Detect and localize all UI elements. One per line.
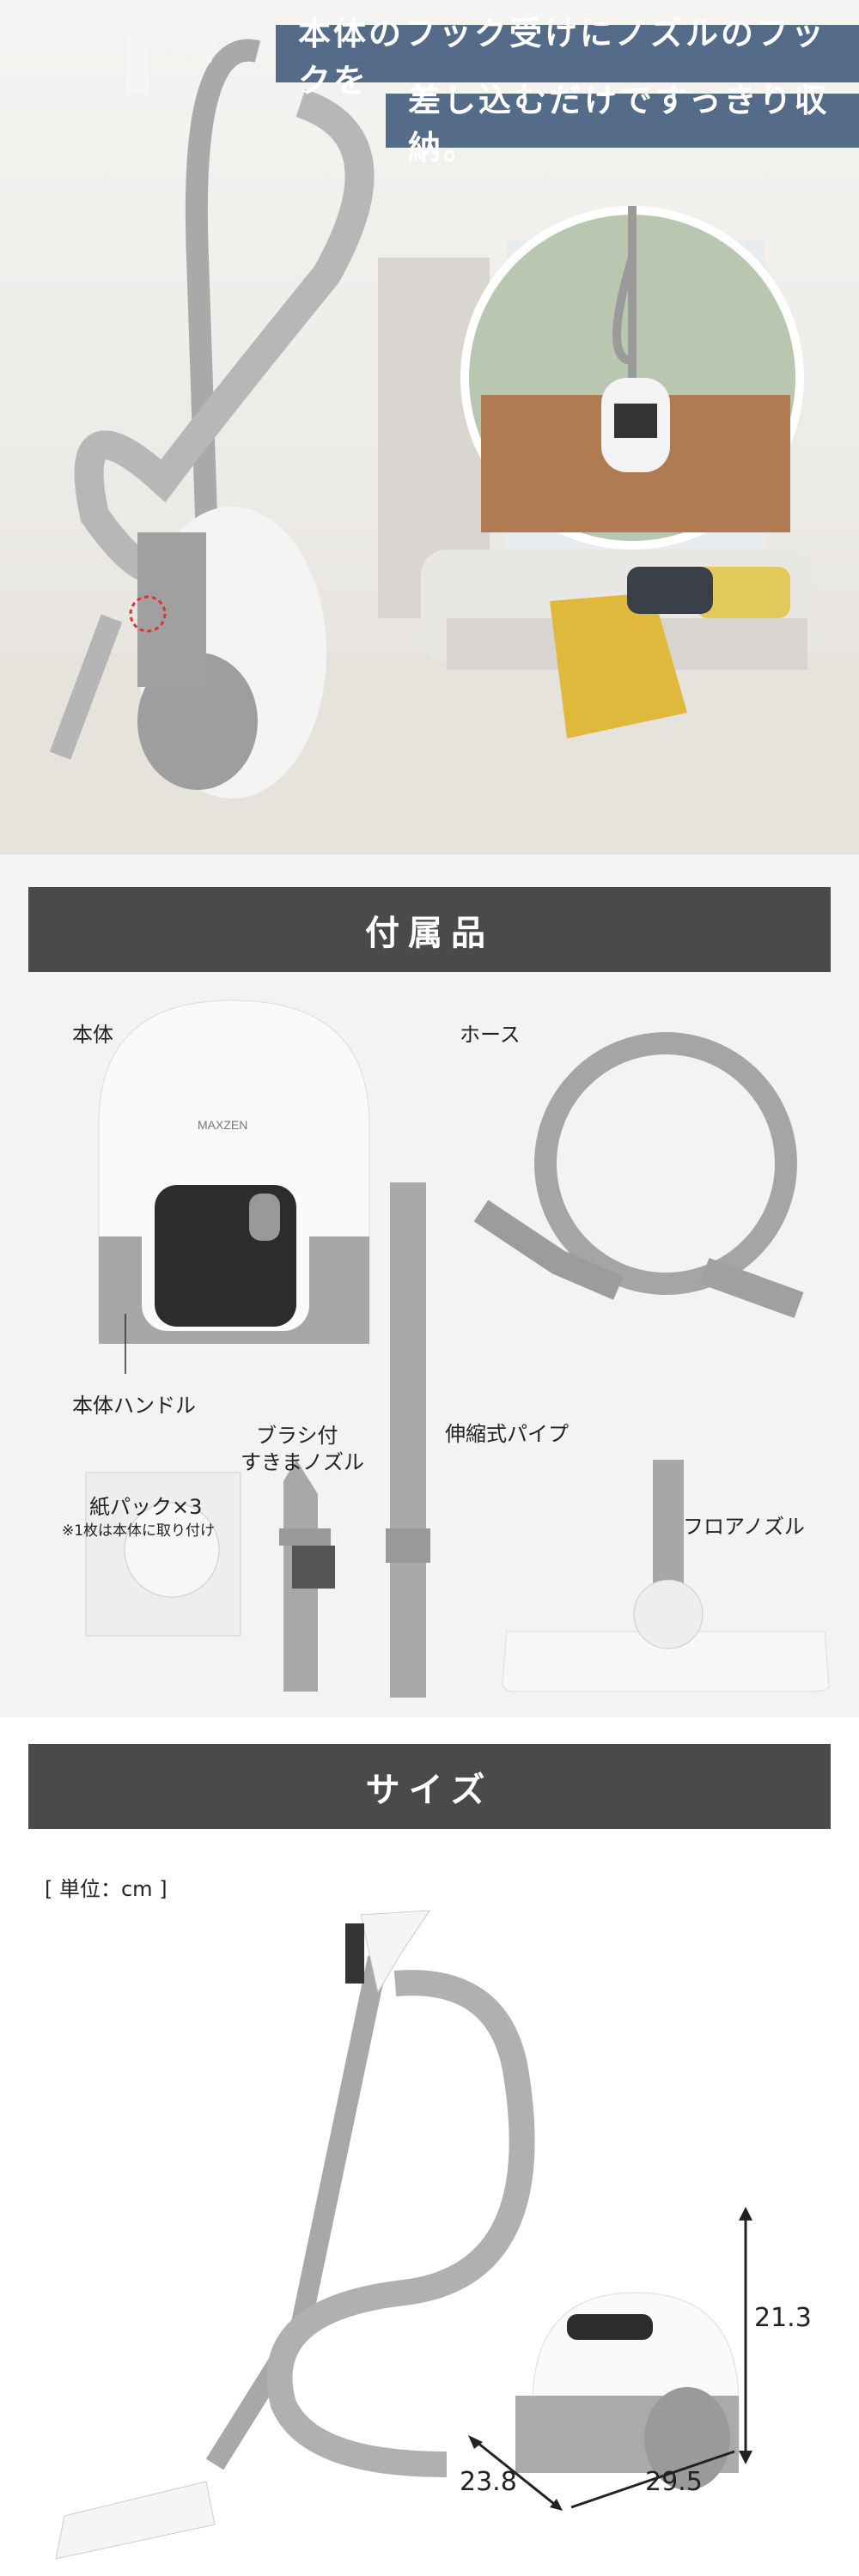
accessories-illustration: MAXZEN <box>85 999 830 1698</box>
label-paper-pack: 紙パック×3 <box>89 1495 203 1519</box>
brand-logo: MAXZEN <box>198 1118 247 1132</box>
living-room-scene <box>0 9 859 854</box>
label-hose: ホース <box>460 1023 521 1047</box>
label-body: 本体 <box>72 1023 113 1047</box>
dimension-height: 21.3 <box>754 2303 812 2333</box>
hero-banner-line2: 差し込むだけですっきり収納。 <box>386 82 859 167</box>
size-header: サイズ <box>28 1744 831 1829</box>
unit-label: [ 単位：cm ] <box>45 1877 168 1901</box>
label-brush-nozzle-line1: ブラシ付 <box>256 1424 338 1448</box>
accessories-header: 付属品 <box>28 887 831 972</box>
dimension-width: 29.5 <box>645 2467 703 2497</box>
label-paper-pack-note: ※1枚は本体に取り付け <box>62 1522 216 1540</box>
hero-banner-line1: 本体のフック受けにノズルのフックを <box>276 15 859 100</box>
label-floor-nozzle: フロアノズル <box>683 1515 805 1539</box>
label-pipe: 伸縮式パイプ <box>445 1422 569 1446</box>
label-brush-nozzle-line2: すきまノズル <box>241 1450 364 1474</box>
label-body-handle: 本体ハンドル <box>72 1394 196 1418</box>
dimension-depth: 23.8 <box>460 2467 517 2497</box>
size-illustration <box>55 1910 752 2560</box>
hero-photo: 本体のフック受けにノズルのフックを 差し込むだけですっきり収納。 <box>0 0 859 854</box>
